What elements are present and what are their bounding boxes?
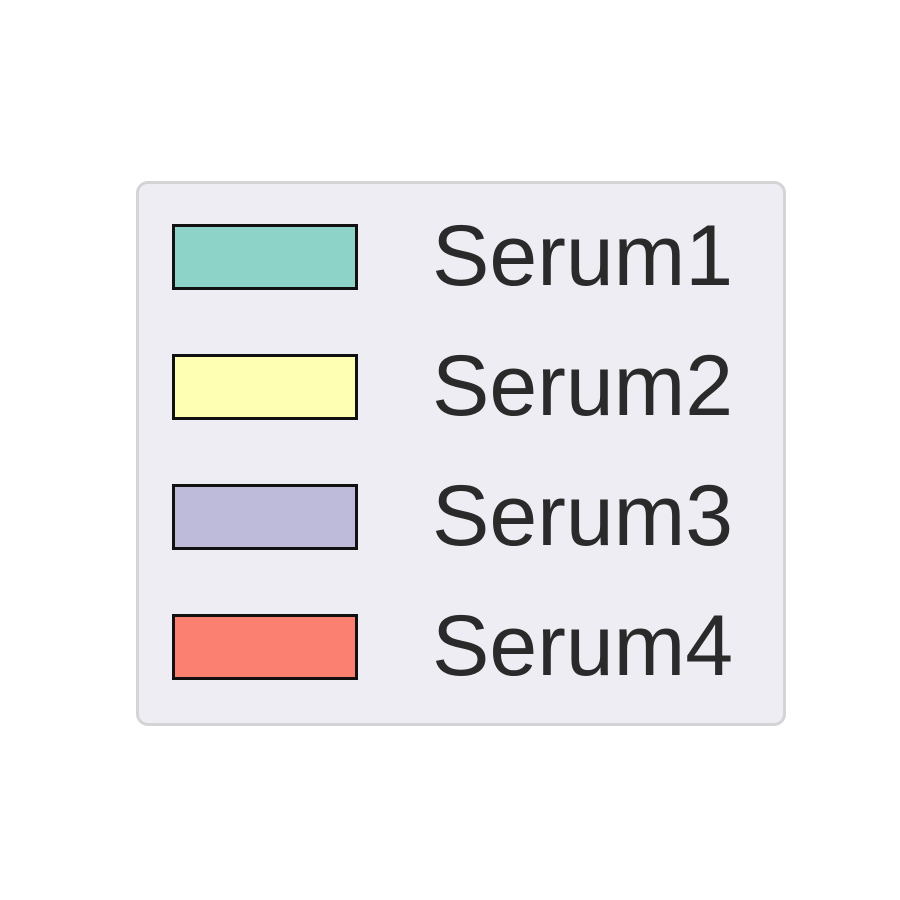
legend-entry: Serum2 xyxy=(139,343,783,429)
legend-entry: Serum4 xyxy=(139,603,783,689)
legend-entry: Serum1 xyxy=(139,213,783,299)
legend-swatch xyxy=(172,224,358,290)
legend-label: Serum3 xyxy=(432,468,734,564)
legend-entry: Serum3 xyxy=(139,473,783,559)
legend-label: Serum2 xyxy=(432,338,734,434)
legend-label: Serum4 xyxy=(432,598,734,694)
legend-swatch xyxy=(172,354,358,420)
legend-swatch xyxy=(172,484,358,550)
legend-swatch xyxy=(172,614,358,680)
legend-label: Serum1 xyxy=(432,208,734,304)
